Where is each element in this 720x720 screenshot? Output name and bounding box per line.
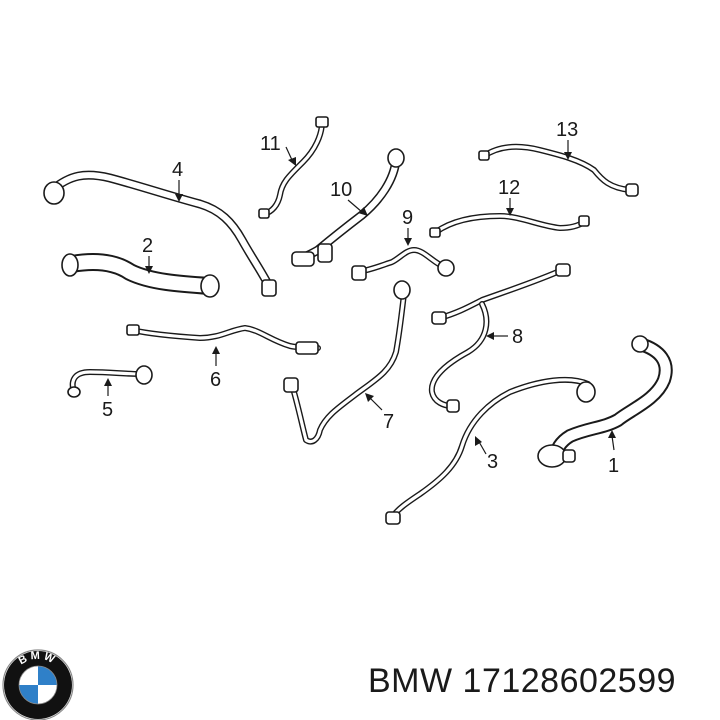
hose-part-4 <box>43 170 277 297</box>
hose-part-8 <box>428 263 571 413</box>
callout-6: 6 <box>210 369 221 391</box>
hose-part-3 <box>385 376 596 525</box>
leader-lines <box>104 140 616 455</box>
part-number-label: BMW 17128602599 <box>368 662 677 700</box>
hose-part-6 <box>126 324 321 355</box>
logo-letters: BMW <box>17 650 57 668</box>
callout-4: 4 <box>172 159 183 181</box>
callout-11: 11 <box>260 133 281 155</box>
hose-part-7 <box>283 280 411 445</box>
callout-8: 8 <box>512 326 523 348</box>
hose-part-9 <box>351 247 455 281</box>
hose-part-10 <box>291 148 405 267</box>
callout-9: 9 <box>402 207 413 229</box>
callout-7: 7 <box>383 411 394 433</box>
bmw-roundel-logo: BMW <box>2 649 74 720</box>
hose-part-13 <box>478 143 639 197</box>
svg-text:BMW: BMW <box>17 650 60 668</box>
hose-part-5 <box>67 365 153 398</box>
callout-10: 10 <box>330 179 352 201</box>
callout-1: 1 <box>608 455 619 477</box>
callout-2: 2 <box>142 235 153 257</box>
callout-13: 13 <box>556 119 578 141</box>
hose-part-11 <box>258 116 329 219</box>
callout-5: 5 <box>102 399 113 421</box>
hose-part-2 <box>61 253 220 298</box>
hose-part-1 <box>537 335 673 468</box>
callout-12: 12 <box>498 177 520 199</box>
hose-part-12 <box>429 213 590 238</box>
callout-3: 3 <box>487 451 498 473</box>
